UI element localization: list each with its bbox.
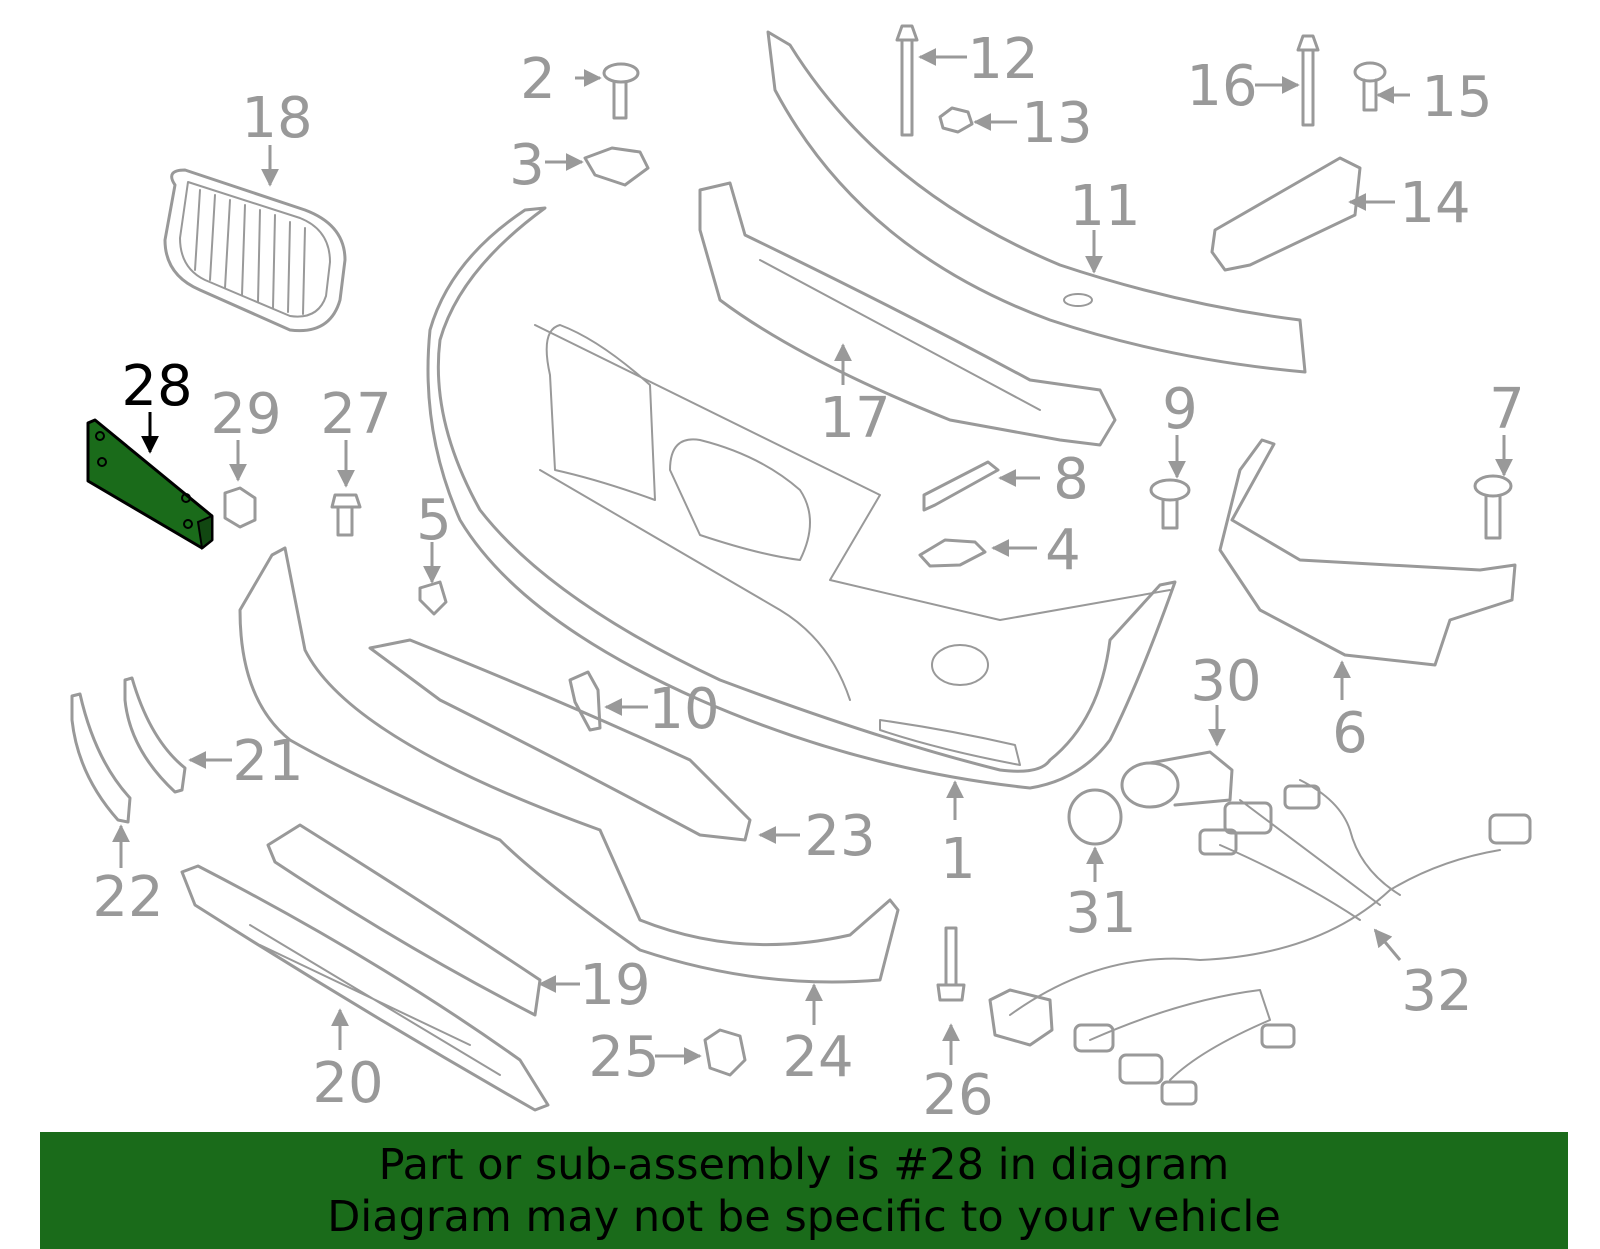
part-10-clip: [568, 670, 602, 732]
part-32-wiring-harness: [988, 779, 1532, 1106]
banner-line-disclaimer: Diagram may not be specific to your vehi…: [327, 1191, 1281, 1242]
callout-8: 8: [1053, 447, 1089, 512]
part-5-clip: [418, 580, 448, 616]
part-18-kidney-grille: [163, 168, 347, 333]
callout-1: 1: [940, 827, 976, 892]
callout-16: 16: [1186, 54, 1257, 119]
part-24-lower-bumper: [238, 546, 900, 984]
part-13-nut: [938, 106, 974, 134]
part-15-screw: [1353, 61, 1387, 112]
callout-24: 24: [782, 1025, 853, 1090]
callout-4: 4: [1045, 518, 1081, 583]
part-4-cover: [918, 538, 987, 568]
callout-14: 14: [1399, 171, 1470, 236]
part-6-side-bracket: [1218, 438, 1517, 667]
part-22-trim-strip: [70, 692, 132, 824]
callout-10: 10: [648, 677, 719, 742]
callout-21: 21: [232, 729, 303, 794]
part-3-bracket: [583, 146, 650, 187]
callout-15: 15: [1421, 65, 1492, 130]
part-2-screw: [602, 62, 640, 120]
callout-23: 23: [804, 804, 875, 869]
callout-29: 29: [210, 382, 281, 447]
part-7-screw: [1473, 474, 1513, 540]
part-30-sensor: [1120, 750, 1234, 809]
callout-6: 6: [1332, 701, 1368, 766]
banner-line-part: Part or sub-assembly is #28 in diagram: [378, 1139, 1230, 1190]
callout-30: 30: [1190, 649, 1261, 714]
part-9-screw: [1149, 478, 1191, 530]
callout-5: 5: [416, 488, 452, 553]
part-16-bolt: [1296, 34, 1320, 127]
part-29-clip: [223, 486, 257, 529]
leader-lines: [112, 48, 1513, 1065]
part-23-grille-strip: [368, 638, 752, 842]
callout-17: 17: [819, 386, 890, 451]
callout-3: 3: [509, 133, 545, 198]
part-31-grommet: [1067, 788, 1123, 846]
part-12-bolt: [895, 24, 919, 137]
part-19-grille: [266, 823, 542, 1017]
callout-31: 31: [1065, 881, 1136, 946]
callout-20: 20: [312, 1051, 383, 1116]
part-14-bracket: [1210, 156, 1362, 272]
callout-labels: 1 2 3 4 5 6 7 8 9 10 11 12 13 14 15 16 1…: [92, 27, 1524, 1128]
callout-22: 22: [92, 865, 163, 930]
part-1-bumper-cover: [426, 206, 1177, 790]
callout-27: 27: [320, 382, 391, 447]
callout-12: 12: [967, 27, 1038, 92]
callout-19: 19: [579, 953, 650, 1018]
part-21-trim-strip: [123, 676, 187, 794]
callout-13: 13: [1021, 91, 1092, 156]
callout-28: 28: [121, 354, 192, 419]
part-26-stud: [936, 926, 966, 1002]
callout-26: 26: [922, 1063, 993, 1128]
part-25-screw: [703, 1028, 747, 1077]
callout-11: 11: [1069, 174, 1140, 239]
callout-18: 18: [241, 86, 312, 151]
part-17-absorber: [698, 181, 1117, 447]
part-8-trim: [922, 460, 1000, 512]
part-28-license-bracket: [86, 418, 214, 550]
callout-9: 9: [1162, 377, 1198, 442]
callout-32: 32: [1401, 959, 1472, 1024]
callout-25: 25: [588, 1025, 659, 1090]
part-20-lower-grille: [180, 864, 550, 1112]
callout-2: 2: [520, 47, 556, 112]
part-27-push-rivet: [330, 493, 362, 537]
part-11-reinforcement: [766, 30, 1307, 374]
info-banner: Part or sub-assembly is #28 in diagram D…: [40, 1132, 1568, 1249]
callout-7: 7: [1489, 377, 1525, 442]
